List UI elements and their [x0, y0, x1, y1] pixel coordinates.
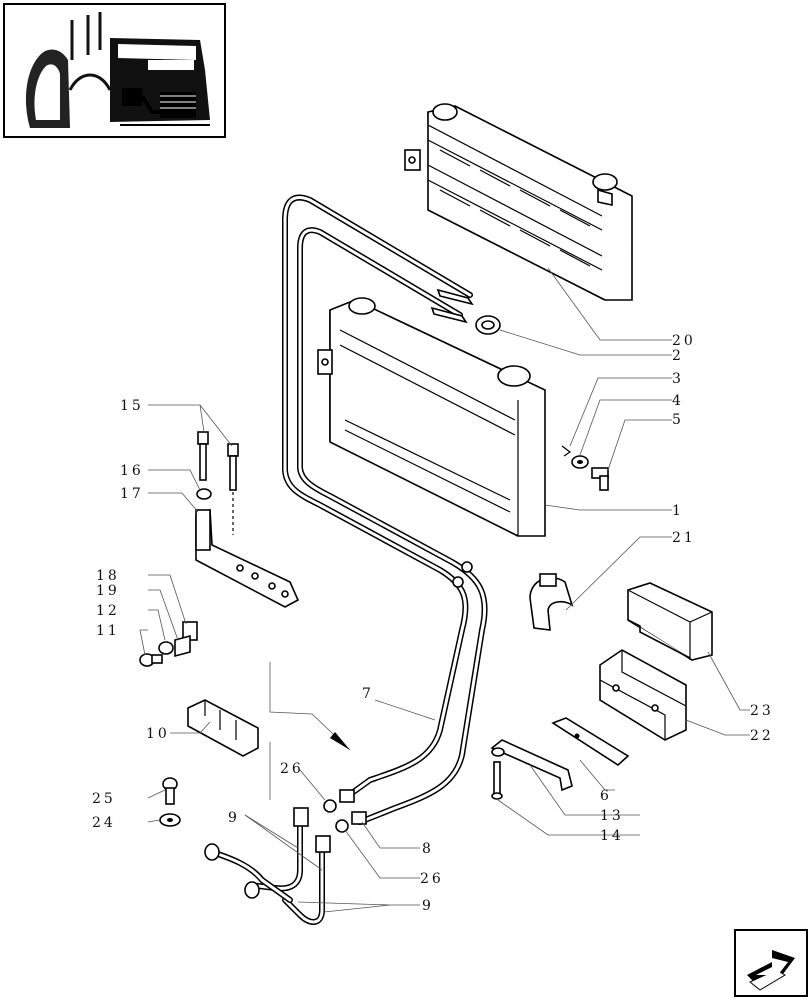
label-19: 19 [96, 583, 120, 599]
label-3: 3 [672, 371, 684, 387]
cover-part-23 [627, 582, 713, 661]
leader-lines [139, 267, 750, 913]
washers-part-26 [323, 789, 367, 833]
label-7: 7 [362, 686, 374, 702]
section-cut-mark [269, 662, 351, 800]
label-9-upper: 9 [228, 810, 240, 826]
bracket-part-13-14 [490, 739, 573, 800]
fasteners-part-11-12-18-19 [139, 621, 198, 667]
label-8: 8 [422, 841, 434, 857]
label-1: 1 [672, 503, 684, 519]
support-part-22 [599, 649, 687, 741]
label-23: 23 [750, 703, 774, 719]
label-13: 13 [600, 808, 624, 824]
label-21: 21 [672, 530, 696, 546]
block-part-10 [187, 699, 259, 757]
label-18: 18 [96, 568, 120, 584]
tractor-location-thumbnail-icon [3, 3, 226, 138]
elbow-hoses-part-9 [204, 807, 331, 925]
label-16: 16 [120, 463, 144, 479]
label-14: 14 [600, 828, 624, 844]
label-12: 12 [96, 603, 120, 619]
label-4: 4 [672, 393, 684, 409]
label-17: 17 [120, 486, 144, 502]
label-26-lower: 26 [420, 871, 444, 887]
hose-pipes-part-7-8 [282, 194, 488, 825]
label-15: 15 [120, 398, 144, 414]
strap-part-6 [551, 717, 630, 767]
manifold-part-15-16-17 [195, 431, 300, 608]
next-page-arrow-icon[interactable] [734, 929, 808, 997]
oil-cooler-part-20 [404, 103, 633, 301]
label-25: 25 [92, 791, 116, 807]
label-24: 24 [92, 815, 116, 831]
label-6: 6 [600, 788, 612, 804]
label-22: 22 [750, 728, 774, 744]
cooler-part-1 [317, 297, 546, 537]
label-2: 2 [672, 348, 684, 364]
label-5: 5 [672, 412, 684, 428]
bolt-part-24-25 [159, 777, 181, 827]
bracket-part-21 [529, 573, 574, 631]
label-26-upper: 26 [280, 761, 304, 777]
hose-clamp-part-2 [475, 315, 501, 335]
label-10: 10 [146, 726, 170, 742]
label-11: 11 [96, 623, 120, 639]
label-9-lower: 9 [422, 898, 434, 914]
fasteners-part-3-4-5 [561, 445, 609, 491]
part-labels: 20 2 3 4 5 1 21 23 22 6 13 14 7 8 26 9 2… [92, 333, 774, 914]
label-20: 20 [672, 333, 696, 349]
